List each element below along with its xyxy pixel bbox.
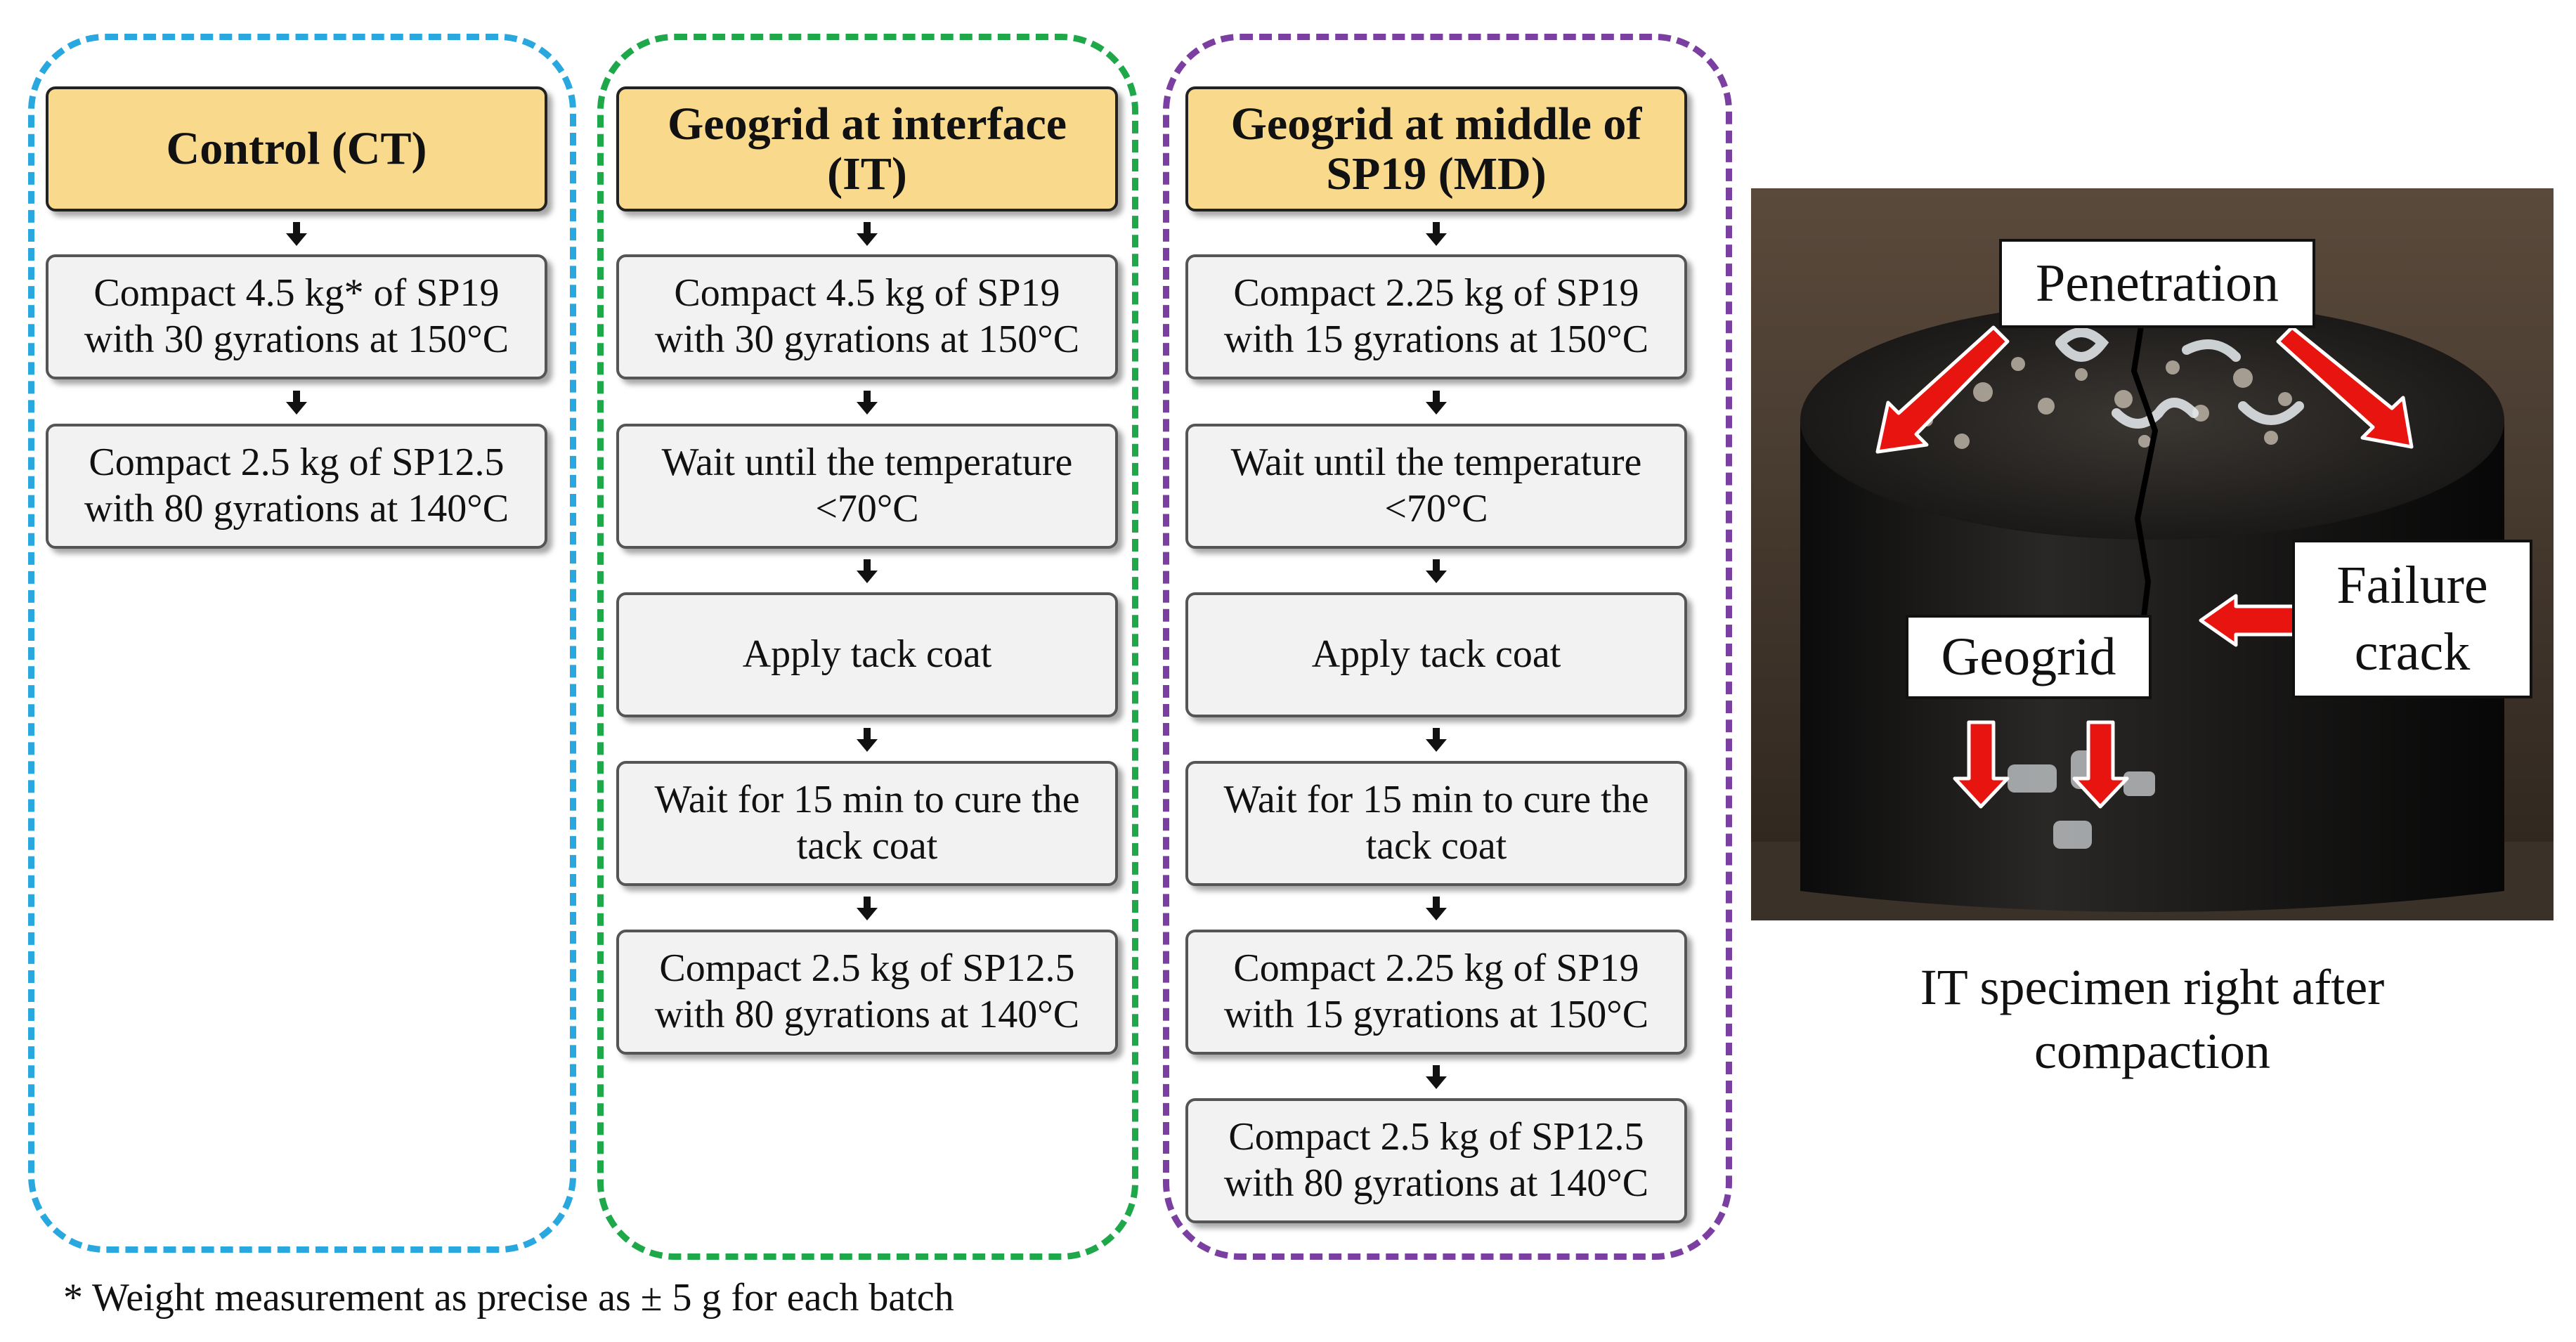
- callout-line: Penetration: [2035, 254, 2279, 313]
- step-line: Apply tack coat: [1311, 632, 1561, 677]
- interface-column: [597, 34, 1138, 1260]
- step-line: Wait for 15 min to cure the: [1223, 778, 1649, 822]
- header-line: Control (CT): [166, 123, 427, 175]
- step-line: <70°C: [1384, 487, 1488, 530]
- header-line: (IT): [827, 148, 907, 200]
- header-line: Geogrid at interface: [667, 98, 1067, 150]
- caption-line: compaction: [2034, 1023, 2270, 1080]
- step-line: Wait until the temperature: [661, 441, 1073, 485]
- step-line: Compact 2.5 kg of SP12.5: [1228, 1115, 1644, 1159]
- flow-arrow: [1426, 1065, 1447, 1090]
- crack-arrow: [2199, 594, 2301, 647]
- interface-step-3: Apply tack coat: [616, 592, 1118, 717]
- failure-crack-line: [2131, 304, 2159, 681]
- step-line: with 15 gyrations at 150°C: [1223, 318, 1649, 361]
- step-line: <70°C: [815, 487, 919, 530]
- callout-line: Geogrid: [1941, 627, 2116, 686]
- geogrid-arrow-left: [1953, 720, 2010, 809]
- flow-arrow: [1426, 391, 1447, 416]
- step-line: Compact 2.5 kg of SP12.5: [659, 946, 1075, 991]
- step-line: Compact 2.25 kg of SP19: [1233, 271, 1639, 315]
- step-line: with 30 gyrations at 150°C: [84, 318, 509, 361]
- step-line: Apply tack coat: [742, 632, 992, 677]
- step-line: with 80 gyrations at 140°C: [84, 487, 509, 530]
- flow-arrow: [286, 391, 307, 416]
- callout-line: Failure: [2336, 556, 2488, 615]
- control-header: Control (CT): [46, 86, 547, 211]
- callout-line: crack: [2354, 623, 2471, 682]
- step-line: with 80 gyrations at 140°C: [1223, 1161, 1649, 1205]
- flow-arrow: [857, 728, 878, 753]
- control-column: [28, 34, 576, 1253]
- flow-arrow: [1426, 728, 1447, 753]
- penetration-label: Penetration: [1999, 239, 2315, 328]
- penetration-arrow-left: [1875, 325, 2010, 454]
- step-line: Compact 4.5 kg* of SP19: [93, 271, 500, 315]
- flow-arrow: [857, 222, 878, 247]
- step-line: Wait for 15 min to cure the: [654, 778, 1080, 822]
- geogrid-arrow-right: [2072, 720, 2129, 809]
- flow-arrow: [1426, 897, 1447, 922]
- flow-arrow: [1426, 559, 1447, 585]
- step-line: Compact 2.25 kg of SP19: [1233, 946, 1639, 991]
- failure-crack-label: Failure crack: [2292, 540, 2532, 698]
- header-line: Geogrid at middle of: [1230, 98, 1642, 150]
- step-line: Wait until the temperature: [1230, 441, 1642, 485]
- middle-step-2: Wait until the temperature<70°C: [1185, 424, 1687, 549]
- flow-arrow: [857, 897, 878, 922]
- middle-column: [1163, 34, 1732, 1260]
- step-line: Compact 4.5 kg of SP19: [674, 271, 1060, 315]
- flow-arrow: [857, 391, 878, 416]
- interface-header: Geogrid at interface(IT): [616, 86, 1118, 211]
- step-line: with 80 gyrations at 140°C: [654, 993, 1080, 1036]
- penetration-arrow-right: [2276, 325, 2414, 449]
- caption-line: IT specimen right after: [1920, 959, 2385, 1015]
- geogrid-label: Geogrid: [1906, 615, 2152, 699]
- flow-arrow: [857, 559, 878, 585]
- step-line: with 15 gyrations at 150°C: [1223, 993, 1649, 1036]
- interface-step-2: Wait until the temperature<70°C: [616, 424, 1118, 549]
- header-line: SP19 (MD): [1326, 148, 1547, 200]
- weight-footnote: * Weight measurement as precise as ± 5 g…: [63, 1276, 954, 1320]
- step-line: Compact 2.5 kg of SP12.5: [89, 441, 505, 485]
- photo-caption: IT specimen right after compaction: [1751, 956, 2554, 1084]
- flow-arrow: [1426, 222, 1447, 247]
- step-line: tack coat: [796, 824, 938, 868]
- flow-arrow: [286, 222, 307, 247]
- step-line: tack coat: [1365, 824, 1507, 868]
- middle-step-3: Apply tack coat: [1185, 592, 1687, 717]
- white-markings: [2055, 327, 2304, 429]
- step-line: with 30 gyrations at 150°C: [654, 318, 1080, 361]
